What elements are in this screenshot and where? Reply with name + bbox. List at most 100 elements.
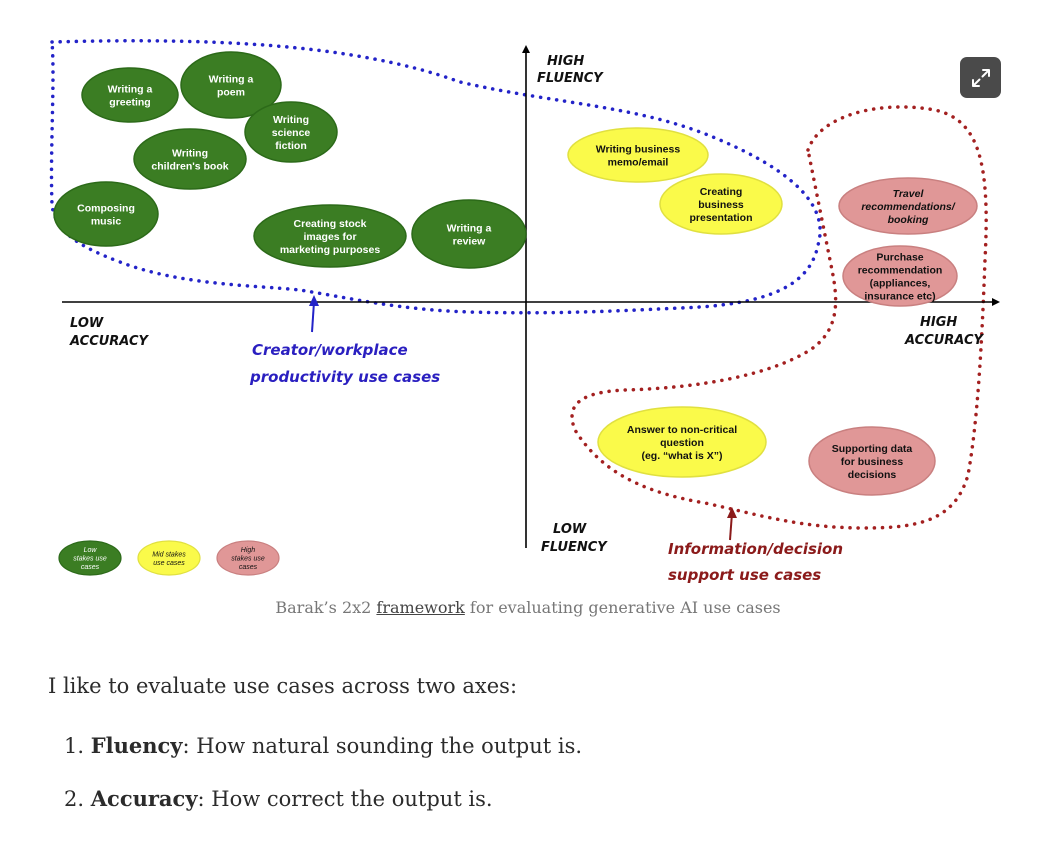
information-annotation: Information/decision support use cases	[668, 540, 848, 584]
bubble-label-line: recommendation	[858, 265, 943, 277]
bubble-label-line: Writing a	[447, 223, 492, 235]
list-number: 2.	[64, 787, 85, 811]
low-accuracy-line-1: LOW	[70, 316, 104, 331]
creator-annotation-line-2: productivity use cases	[249, 368, 440, 386]
bubble-shape	[659, 173, 783, 235]
bubble-label-line: greeting	[109, 97, 150, 109]
bubble-label-line: Creating stock	[294, 218, 367, 230]
low-fluency-line-2: FLUENCY	[541, 540, 608, 555]
high-fluency-label: HIGH FLUENCY	[537, 54, 604, 86]
bubble-shape	[411, 199, 527, 269]
expand-arrows-icon	[971, 68, 990, 87]
bubble-label-line: business	[698, 199, 744, 211]
high-accuracy-line-1: HIGH	[920, 315, 957, 330]
bubble-label-line: (appliances,	[870, 278, 931, 290]
expand-image-button[interactable]	[960, 57, 1001, 98]
bubble-shape	[597, 406, 767, 478]
low-fluency-label: LOW FLUENCY	[541, 522, 608, 555]
bubble-label-line: Writing	[172, 148, 208, 160]
bubble-shape	[53, 181, 159, 247]
bubble-label-line: music	[91, 216, 122, 228]
bubble-label-line: Writing	[273, 114, 309, 126]
information-annotation-line-1: Information/decision	[668, 540, 843, 558]
low-accuracy-line-2: ACCURACY	[69, 334, 150, 349]
list-item: 1. Fluency: How natural sounding the out…	[64, 733, 582, 786]
caption-prefix: Barak’s 2x2	[275, 598, 377, 617]
bubble-label-line: booking	[888, 214, 929, 226]
high-accuracy-line-2: ACCURACY	[904, 333, 985, 348]
bubble-label-line: Travel	[893, 188, 925, 200]
bubble-label-line: Writing business	[596, 144, 681, 156]
framework-figure: HIGH FLUENCY LOW FLUENCY LOW ACCURACY HI…	[49, 39, 1001, 584]
low-accuracy-label: LOW ACCURACY	[69, 316, 150, 349]
bubble-label-line: insurance etc)	[864, 291, 935, 303]
bubble-label-line: memo/email	[608, 157, 669, 169]
bubble-label-line: question	[660, 437, 704, 449]
bubble-label-line: (eg. “what is X”)	[641, 450, 722, 462]
legend-label-line: stakes use	[231, 556, 265, 563]
bubble-label-line: Creating	[700, 186, 743, 198]
bubble-label-line: children's book	[151, 161, 228, 173]
high-accuracy-label: HIGH ACCURACY	[904, 315, 985, 348]
creator-region-outline	[49, 39, 822, 315]
bubble-shape	[567, 127, 709, 183]
high-fluency-line-1: HIGH	[547, 54, 584, 69]
bubble-shape	[808, 426, 936, 496]
legend-label-line: High	[241, 547, 256, 554]
bubble-label-line: decisions	[848, 469, 897, 481]
legend-label-line: stakes use	[73, 556, 107, 563]
fluency-axis-arrowhead	[522, 45, 530, 53]
information-annotation-line-2: support use cases	[668, 566, 821, 584]
legend-label-line: Low	[84, 547, 98, 554]
creator-arrow-head	[309, 295, 319, 306]
accuracy-axis-arrowhead	[992, 298, 1000, 306]
legend-label-line: Mid stakes	[152, 551, 186, 558]
legend-item-mid: Mid stakes use cases	[137, 540, 201, 576]
list-number: 1.	[64, 734, 85, 758]
low-fluency-line-1: LOW	[553, 522, 587, 537]
figure-caption: Barak’s 2x2 framework for evaluating gen…	[0, 598, 1042, 617]
bubble-label-line: Purchase	[876, 252, 923, 264]
bubble-label-line: review	[453, 236, 487, 248]
legend-label-line: use cases	[153, 560, 185, 567]
legend-swatch	[137, 540, 201, 576]
bubble-label-line: recommendations/	[861, 201, 955, 213]
bubble-label-line: Composing	[77, 203, 135, 215]
bubble-label-line: fiction	[275, 140, 307, 152]
bubble-label-line: for business	[841, 456, 904, 468]
fluency-description: : How natural sounding the output is.	[182, 734, 583, 758]
creator-annotation-line-1: Creator/workplace	[252, 341, 408, 359]
bubble-label-line: Writing a	[108, 84, 153, 96]
bubble-shape	[180, 51, 282, 119]
bubble-shape	[838, 177, 978, 235]
bubble-shape	[842, 245, 958, 307]
legend-label: Mid stakes use cases	[152, 551, 186, 567]
information-arrow-head	[727, 507, 737, 518]
accuracy-description: : How correct the output is.	[197, 787, 493, 811]
framework-link[interactable]: framework	[376, 598, 465, 617]
creator-annotation: Creator/workplace productivity use cases	[249, 341, 440, 386]
intro-paragraph: I like to evaluate use cases across two …	[48, 674, 518, 698]
